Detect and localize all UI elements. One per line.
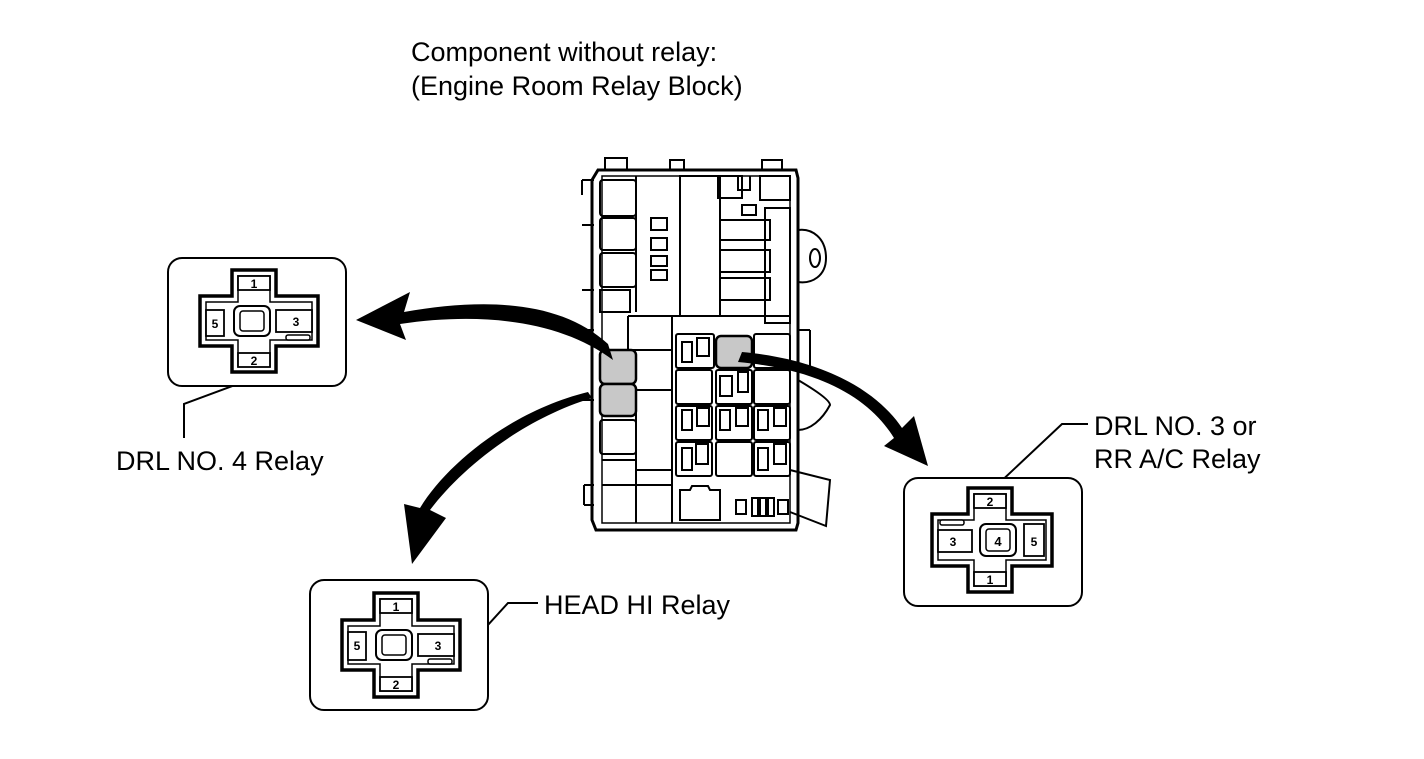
headhi-pin-2: 2 — [393, 678, 400, 692]
drl3-pin-4: 4 — [994, 534, 1002, 549]
drl4-pin-5: 5 — [212, 317, 219, 331]
headhi-pin-5: 5 — [354, 639, 361, 653]
slot-head-hi — [598, 382, 638, 418]
slot-drl-no3 — [714, 334, 754, 370]
arrow-head-hi — [404, 392, 592, 564]
connector-drl-no3: 1 2 3 4 5 — [903, 477, 1083, 607]
arrow-drl-no3 — [738, 352, 928, 466]
title-line-1: Component without relay: — [411, 37, 718, 67]
drl4-pin-2: 2 — [251, 354, 258, 368]
drl3-pin-3: 3 — [950, 535, 957, 549]
slot-drl-no4 — [598, 348, 638, 386]
arrow-drl-no4 — [356, 292, 613, 360]
headhi-pin-3: 3 — [435, 639, 442, 653]
drl3-pin-5: 5 — [1031, 535, 1038, 549]
label-drl-no4-relay: DRL NO. 4 Relay — [116, 446, 324, 476]
engine-room-relay-block — [581, 157, 832, 532]
drl3-pin-1: 1 — [987, 573, 994, 587]
label-drl-no3-line-2: RR A/C Relay — [1094, 444, 1261, 474]
drl4-pin-3: 3 — [293, 315, 300, 329]
pointer-arrows — [356, 292, 928, 564]
title-line-2: (Engine Room Relay Block) — [411, 71, 743, 101]
drl4-pin-1: 1 — [251, 277, 258, 291]
headhi-pin-1: 1 — [393, 600, 400, 614]
label-drl-no3-line-1: DRL NO. 3 or — [1094, 411, 1257, 441]
connector-drl-no4: 1 2 3 5 — [167, 257, 347, 387]
label-head-hi-relay: HEAD HI Relay — [544, 590, 731, 620]
connector-head-hi: 1 2 3 5 — [309, 579, 489, 711]
drl3-pin-2: 2 — [987, 495, 994, 509]
